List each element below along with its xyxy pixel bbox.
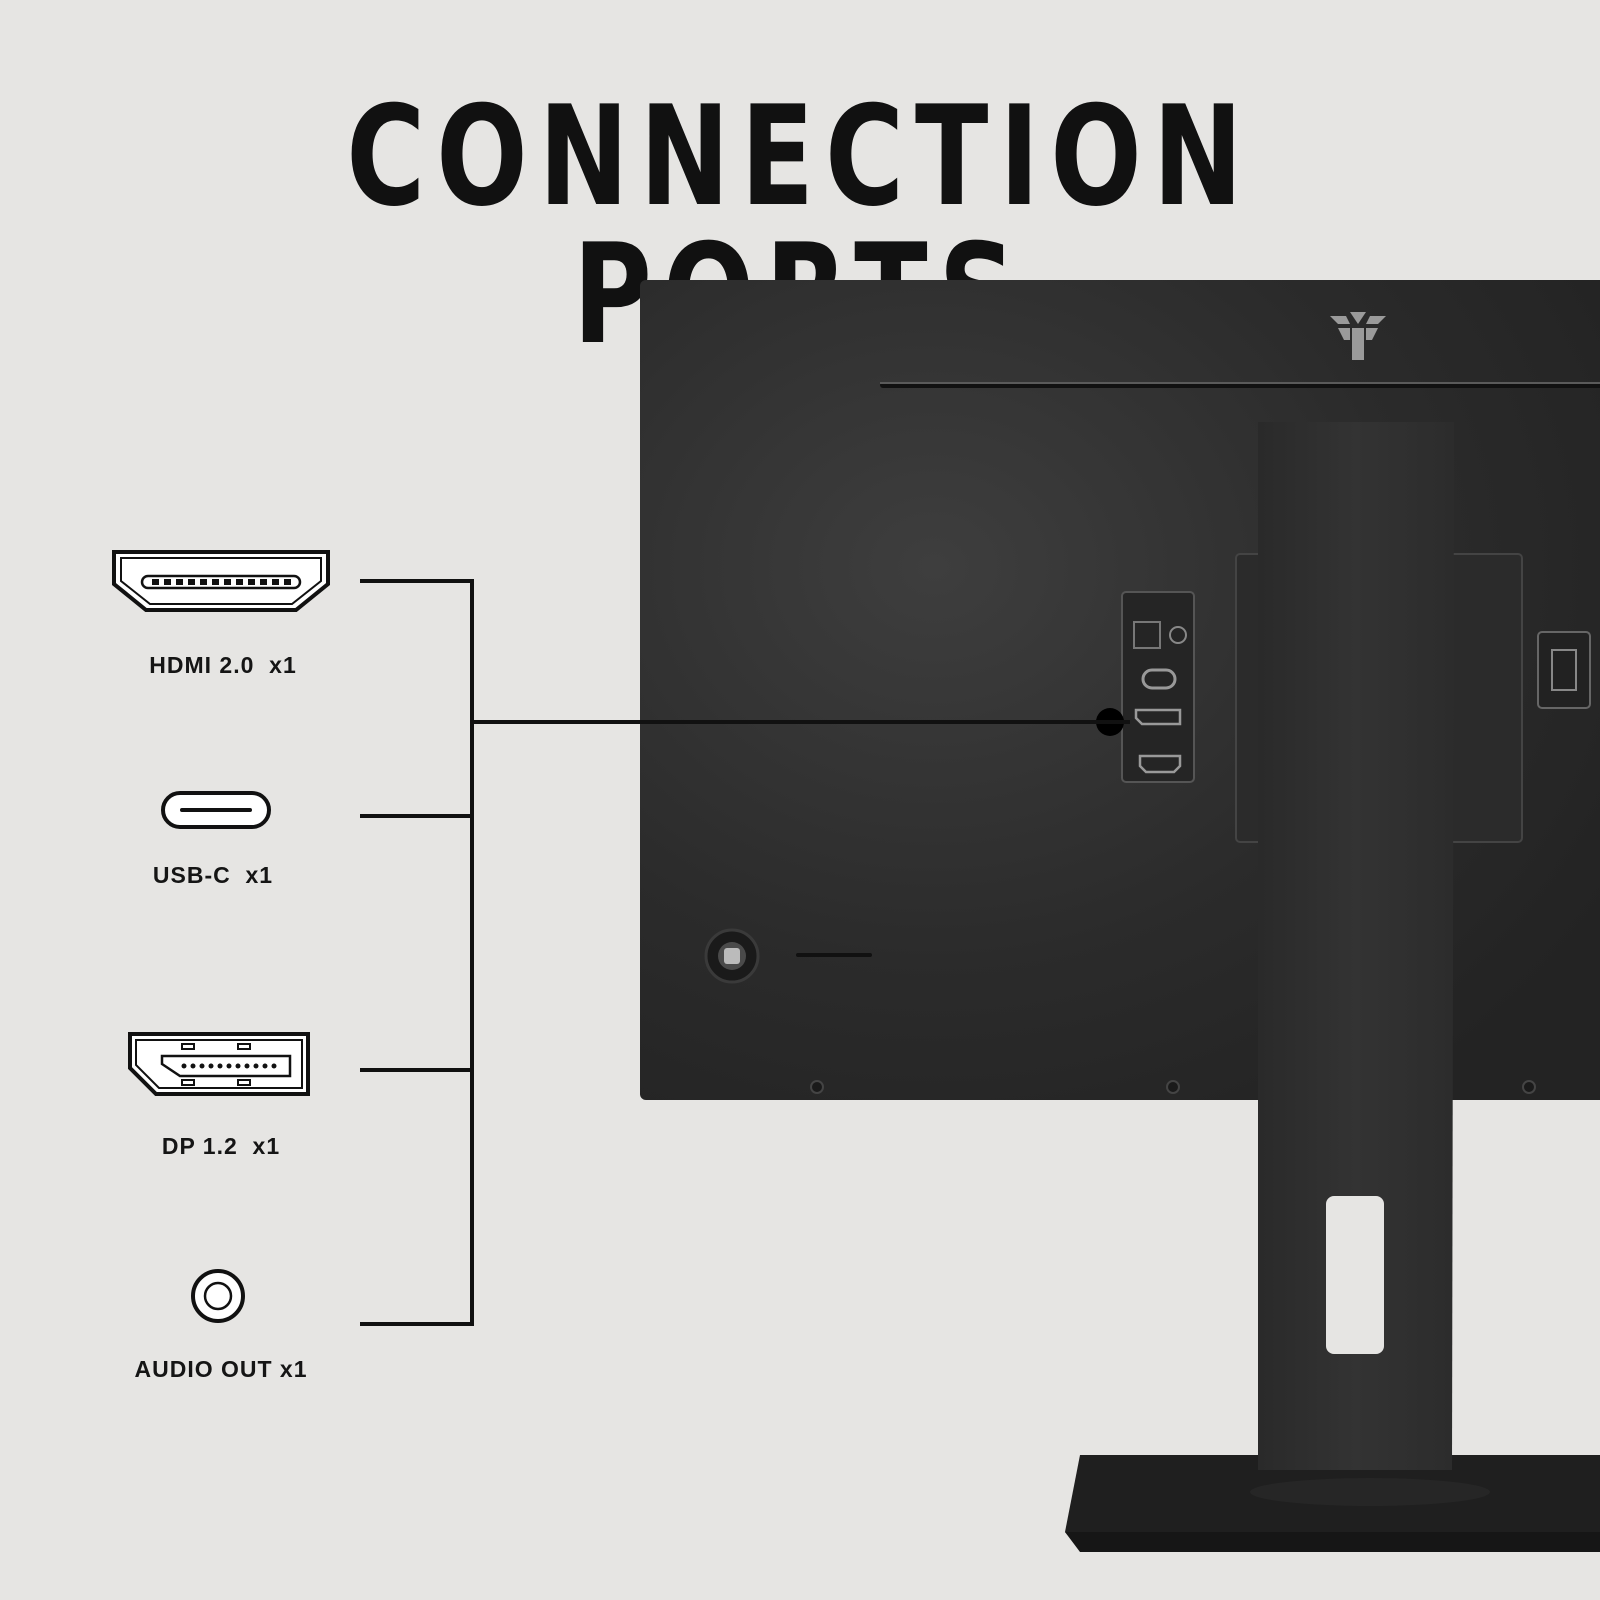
- usb-c-port-icon: [161, 791, 271, 829]
- connector-line-usb-c: [360, 814, 474, 818]
- connector-line-hdmi: [360, 579, 474, 583]
- audio-jack-icon: [191, 1269, 245, 1323]
- connector-bracket: [470, 579, 474, 1326]
- connector-line-main: [474, 720, 1130, 724]
- hdmi-port-label: HDMI 2.0 x1: [149, 652, 297, 678]
- displayport-icon: [128, 1032, 310, 1096]
- displayport-label: DP 1.2 x1: [161, 1133, 281, 1159]
- usb-c-port-label: USB-C x1: [152, 862, 274, 888]
- audio-out-label: AUDIO OUT x1: [134, 1356, 308, 1382]
- connector-line-dp: [360, 1068, 474, 1072]
- connector-line-audio: [360, 1322, 474, 1326]
- monitor-back-illustration: [640, 280, 1600, 1552]
- hdmi-port-icon: [112, 550, 330, 612]
